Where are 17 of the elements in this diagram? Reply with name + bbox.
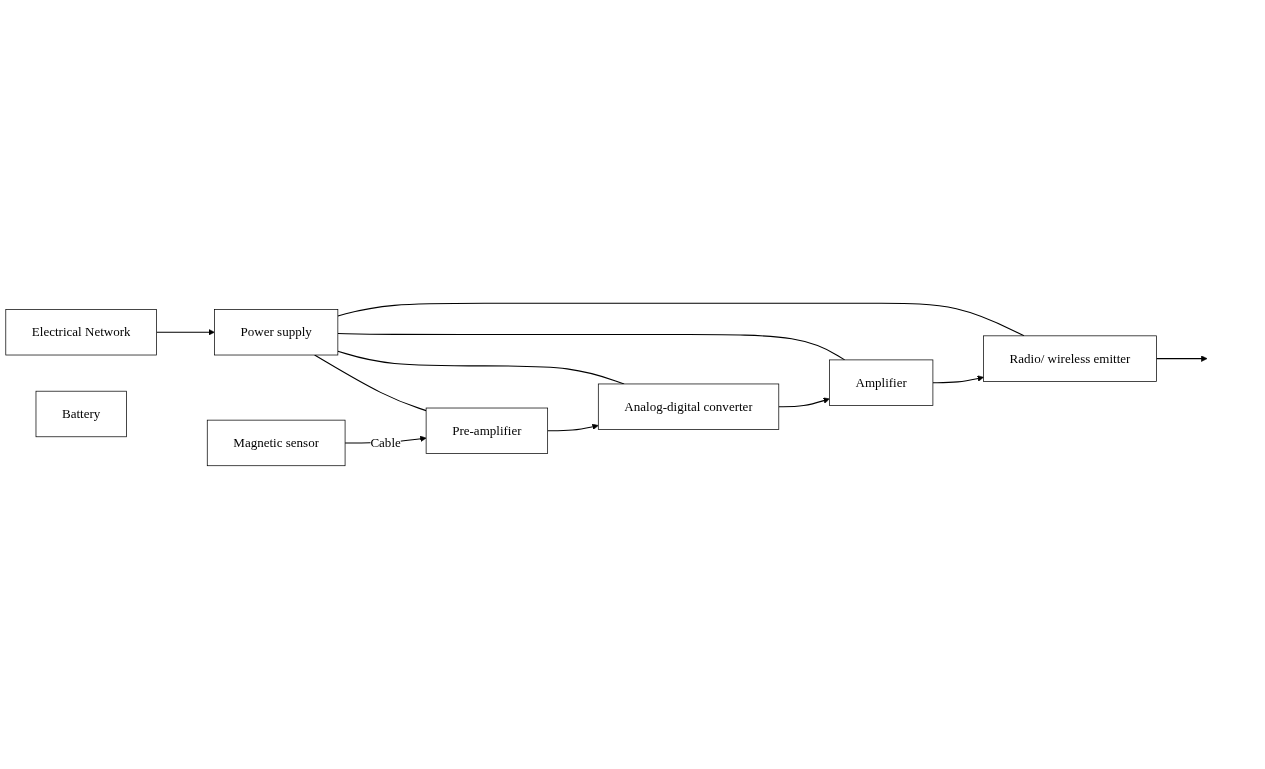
edge-label: Cable bbox=[370, 435, 401, 450]
node-box: Electrical Network bbox=[5, 309, 157, 356]
node-box: Radio/ wireless emitter bbox=[983, 335, 1157, 382]
node-box: Power supply bbox=[214, 309, 339, 356]
node-box: Magnetic sensor bbox=[206, 419, 346, 467]
connector bbox=[314, 354, 427, 412]
node-box: Battery bbox=[35, 390, 127, 438]
arrow bbox=[547, 423, 599, 432]
node-box: Pre-amplifier bbox=[425, 407, 548, 454]
connector bbox=[337, 333, 846, 361]
node-box: Analog-digital converter bbox=[597, 383, 780, 430]
arrow bbox=[156, 329, 215, 336]
connector bbox=[337, 302, 1025, 337]
arrow bbox=[778, 397, 830, 408]
arrow bbox=[932, 375, 984, 384]
node-box: Amplifier bbox=[829, 359, 934, 406]
arrow bbox=[1155, 355, 1208, 362]
